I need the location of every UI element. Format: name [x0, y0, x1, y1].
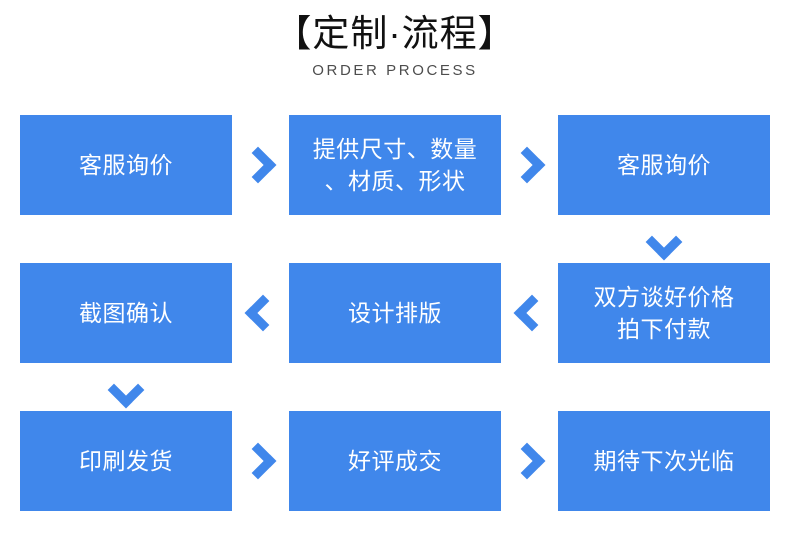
chevron-left-icon [244, 294, 282, 332]
page-title: 【定制·流程】 [274, 13, 516, 54]
flow-connector-slot-d [558, 363, 770, 411]
flow-step-2[interactable]: 提供尺寸、数量 、材质、形状 [289, 115, 501, 215]
chevron-down-icon [645, 223, 683, 260]
flow-step-5[interactable]: 设计排版 [289, 263, 501, 363]
flow-connector-slot-a [20, 215, 232, 263]
flow-step-7-label: 印刷发货 [79, 448, 173, 474]
flow-step-6-line-1: 双方谈好价格 [593, 284, 735, 310]
flow-connector-down-left [20, 363, 232, 411]
flow-step-6-label: 双方谈好价格 拍下付款 [594, 281, 735, 345]
flow-connector-1 [232, 115, 289, 215]
flow-row-1: 客服询价 提供尺寸、数量 、材质、形状 客服询价 [20, 115, 770, 215]
flow-connector-down-right [558, 215, 770, 263]
flow-row-2: 截图确认 设计排版 双方谈好价格 拍下付款 [20, 263, 770, 363]
flow-connector-row-1 [20, 215, 770, 263]
flow-step-1-label: 客服询价 [79, 152, 173, 178]
chevron-right-icon [239, 442, 277, 480]
flow-connector-slot-b [289, 215, 501, 263]
flow-step-4-label: 截图确认 [79, 300, 173, 326]
chevron-right-icon [508, 442, 546, 480]
flow-connector-3 [232, 263, 289, 363]
flow-row-3: 印刷发货 好评成交 期待下次光临 [20, 411, 770, 511]
flow-step-1[interactable]: 客服询价 [20, 115, 232, 215]
flow-step-9-label: 期待下次光临 [593, 448, 735, 474]
flow-connector-6 [501, 411, 558, 511]
page-subtitle: ORDER PROCESS [312, 62, 478, 79]
page-header: 【定制·流程】 ORDER PROCESS [0, 0, 790, 82]
flow-step-3-label: 客服询价 [617, 152, 711, 178]
chevron-down-icon [107, 371, 145, 408]
chevron-right-icon [508, 146, 546, 184]
chevron-right-icon [239, 146, 277, 184]
flow-step-3[interactable]: 客服询价 [558, 115, 770, 215]
flow-step-2-line-1: 提供尺寸、数量 [312, 136, 478, 162]
chevron-left-icon [513, 294, 551, 332]
flow-step-9[interactable]: 期待下次光临 [558, 411, 770, 511]
flow-step-8-label: 好评成交 [348, 448, 442, 474]
flow-step-7[interactable]: 印刷发货 [20, 411, 232, 511]
flow-connector-2 [501, 115, 558, 215]
flow-step-2-label: 提供尺寸、数量 、材质、形状 [313, 133, 478, 197]
flow-connector-row-2 [20, 363, 770, 411]
order-process-flow: 客服询价 提供尺寸、数量 、材质、形状 客服询价 截图确认 [20, 115, 770, 511]
flow-connector-4 [501, 263, 558, 363]
flow-step-2-line-2: 、材质、形状 [324, 168, 466, 194]
flow-connector-5 [232, 411, 289, 511]
flow-step-6-line-2: 拍下付款 [617, 316, 711, 342]
flow-step-6[interactable]: 双方谈好价格 拍下付款 [558, 263, 770, 363]
flow-connector-slot-c [289, 363, 501, 411]
flow-step-8[interactable]: 好评成交 [289, 411, 501, 511]
flow-step-4[interactable]: 截图确认 [20, 263, 232, 363]
flow-step-5-label: 设计排版 [348, 300, 442, 326]
